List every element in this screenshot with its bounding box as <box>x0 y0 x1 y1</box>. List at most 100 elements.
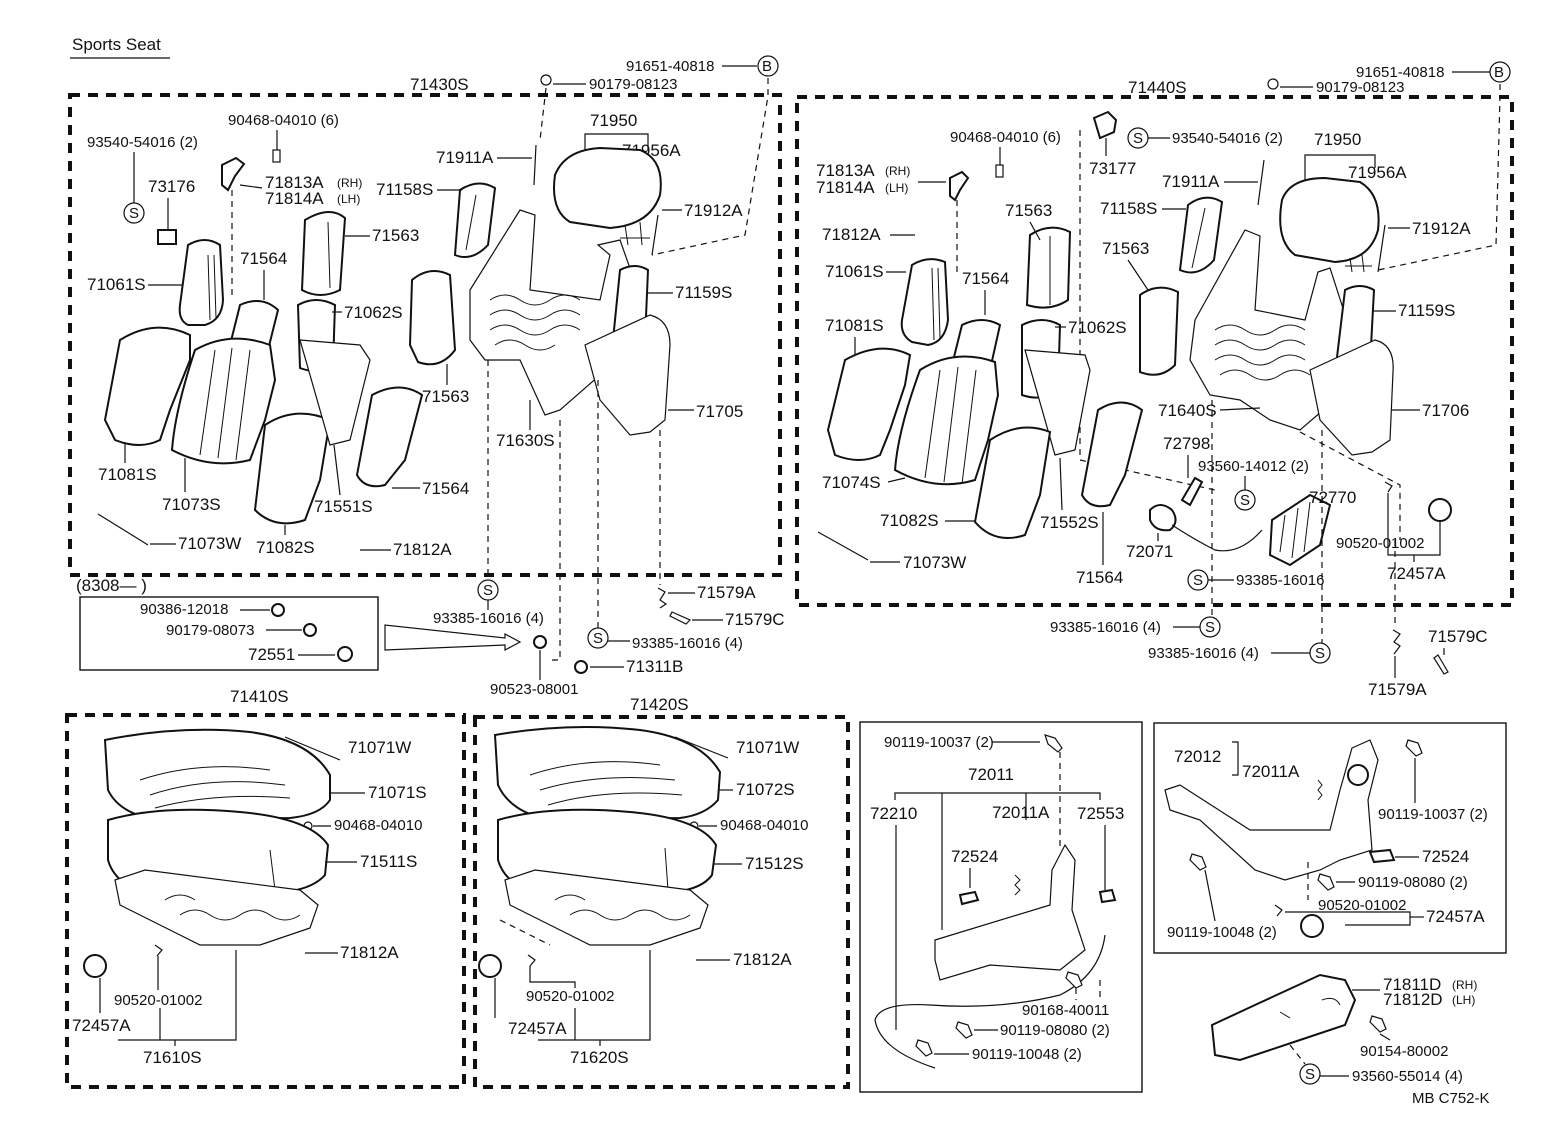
label-71074S: 71074S <box>822 473 881 492</box>
label-90119-10048-a: 90119-10048 (2) <box>972 1046 1082 1063</box>
label-72011: 72011 <box>968 765 1014 784</box>
circle-b-right-text: B <box>1494 64 1504 81</box>
circle-b-right <box>1489 61 1511 83</box>
label-93560-14012: 93560-14012 (2) <box>1198 458 1309 475</box>
part-72011-seat-track <box>934 843 1086 981</box>
label-71511S: 71511S <box>360 852 417 871</box>
circle-s-93385-right1 <box>1199 616 1221 638</box>
dash-left-of-73177 <box>1079 130 1216 491</box>
bolt-90119-08080-b <box>1317 873 1335 891</box>
circle-s-93385-left2-text: S <box>593 630 603 647</box>
part-71811D-cover <box>1210 973 1357 1062</box>
label-90119-10048-b: 90119-10048 (2) <box>1167 924 1277 941</box>
part-72770-lumbar <box>1268 493 1332 567</box>
dash-90523 <box>548 420 561 661</box>
part-72071-hose <box>1171 524 1263 552</box>
label-72210: 72210 <box>870 804 917 823</box>
label-72457A-b1: 72457A <box>72 1016 131 1035</box>
label-71812A-left: 71812A <box>393 540 452 559</box>
part-73176 <box>157 229 177 245</box>
label-71073S: 71073S <box>162 495 221 514</box>
clip-90468-right-icon <box>995 164 1004 178</box>
dash-b-left <box>651 78 769 256</box>
hatch-71811D <box>1279 997 1341 1019</box>
leader-71552S <box>1059 457 1063 511</box>
label-71563-right: 71563 <box>1005 201 1052 220</box>
label-71071W-2: 71071W <box>736 738 799 757</box>
label-71158S-left: 71158S <box>376 180 433 199</box>
label-71950-left: 71950 <box>590 111 637 130</box>
circle-s-93540-text: S <box>129 205 139 222</box>
label-72071: 72071 <box>1126 542 1173 561</box>
label-71082S-left: 71082S <box>256 538 315 557</box>
label-71912A-right: 71912A <box>1412 219 1471 238</box>
part-71061S-left <box>178 239 225 326</box>
label-71620S: 71620S <box>570 1048 629 1067</box>
part-71950-headrest-right <box>1279 176 1380 264</box>
part-71073W-wire-left <box>97 513 149 546</box>
label-71706: 71706 <box>1422 401 1469 420</box>
hatch-71158S-right <box>1191 207 1206 269</box>
label-71811D: 71811D <box>1383 975 1441 994</box>
arrow-8308-to-90523 <box>384 624 522 651</box>
part-71563-left <box>300 211 347 296</box>
label-71071S: 71071S <box>368 783 427 802</box>
nut-90179-08073-icon <box>303 623 317 637</box>
nut-icon <box>540 74 552 86</box>
part-72524-b <box>1368 848 1396 864</box>
hatch-71563-left <box>327 221 331 289</box>
label-72524-a: 72524 <box>951 847 998 866</box>
circle-s-93560-14012-text: S <box>1240 492 1250 509</box>
dash-90168 <box>1075 980 1101 1000</box>
part-71579C-left <box>669 611 692 625</box>
label-lh-right: (LH) <box>885 181 908 195</box>
hatch-71061S-left <box>207 254 217 321</box>
label-93560-55014: 93560-55014 (4) <box>1352 1068 1463 1085</box>
clip-90468-icon <box>272 149 281 163</box>
circle-s-93385-right1-text: S <box>1205 619 1215 636</box>
nut-71311B-icon <box>574 660 588 674</box>
circle-s-93385-right2 <box>1309 642 1331 664</box>
label-71061S-right: 71061S <box>825 262 884 281</box>
label-90523-08001: 90523-08001 <box>490 681 578 698</box>
part-headrest-stays-left <box>620 221 650 246</box>
gear-recliner-icon <box>1347 764 1369 786</box>
label-rh-71811D: (RH) <box>1452 978 1477 992</box>
detail-box-recliner <box>1153 722 1507 954</box>
label-71073W-right: 71073W <box>903 553 966 572</box>
washer-90523-icon <box>533 635 547 649</box>
part-71620S-frame <box>504 869 709 946</box>
label-71062S-left: 71062S <box>344 303 403 322</box>
leader-71563-right <box>1029 221 1041 241</box>
leader-71813A-left <box>239 184 263 189</box>
circle-s-93540 <box>123 202 145 224</box>
part-71706-back-right <box>1309 339 1394 456</box>
label-71579C-left: 71579C <box>725 610 785 629</box>
label-93385-left2: 93385-16016 (4) <box>632 635 743 652</box>
label-71073W-left: 71073W <box>178 534 241 553</box>
hatch-72770 <box>1279 501 1311 559</box>
label-71159S-right: 71159S <box>1398 301 1455 320</box>
label-71512S: 71512S <box>745 854 804 873</box>
label-72012: 72012 <box>1174 747 1221 766</box>
label-71950-right: 71950 <box>1314 130 1361 149</box>
bracket-71620S <box>538 950 651 1041</box>
label-90154-80002: 90154-80002 <box>1360 1043 1448 1060</box>
hatch-71512S <box>664 847 669 891</box>
part-71950-headrest-left <box>553 146 662 230</box>
cap-72457A-b <box>1300 914 1324 938</box>
part-71081S-right <box>826 347 912 461</box>
part-71563-right2 <box>1139 286 1180 376</box>
label-71563-left: 71563 <box>372 226 419 245</box>
dash-under-back-right <box>1299 431 1401 540</box>
part-71579C-right <box>1433 654 1449 675</box>
label-71912A-left: 71912A <box>684 201 743 220</box>
label-71956A-right: 71956A <box>1348 163 1407 182</box>
label-90468-04010-2: 90468-04010 <box>720 817 808 834</box>
label-71564-right2: 71564 <box>1076 568 1123 587</box>
bracket-71610S <box>118 950 237 1041</box>
label-71159S-left: 71159S <box>675 283 732 302</box>
part-71061S-right <box>900 258 950 347</box>
label-93540-54016-left: 93540-54016 (2) <box>87 134 198 151</box>
